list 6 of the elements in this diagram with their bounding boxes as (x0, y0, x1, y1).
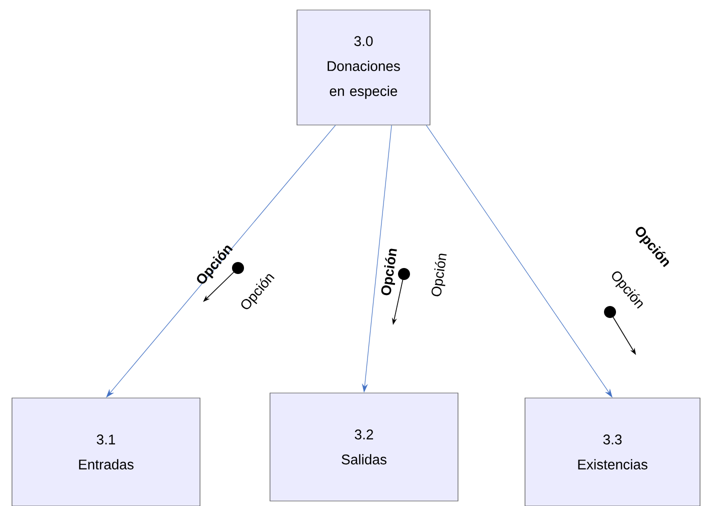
process-box: 3.1 Entradas (12, 398, 200, 506)
flag-label: Opción (381, 248, 397, 296)
process-box: 3.0 Donaciones en especie (296, 10, 430, 126)
process-box: 3.2 Salidas (270, 392, 458, 502)
process-box: 3.3 Existencias (524, 398, 700, 506)
flag-label: Opción (432, 254, 447, 296)
